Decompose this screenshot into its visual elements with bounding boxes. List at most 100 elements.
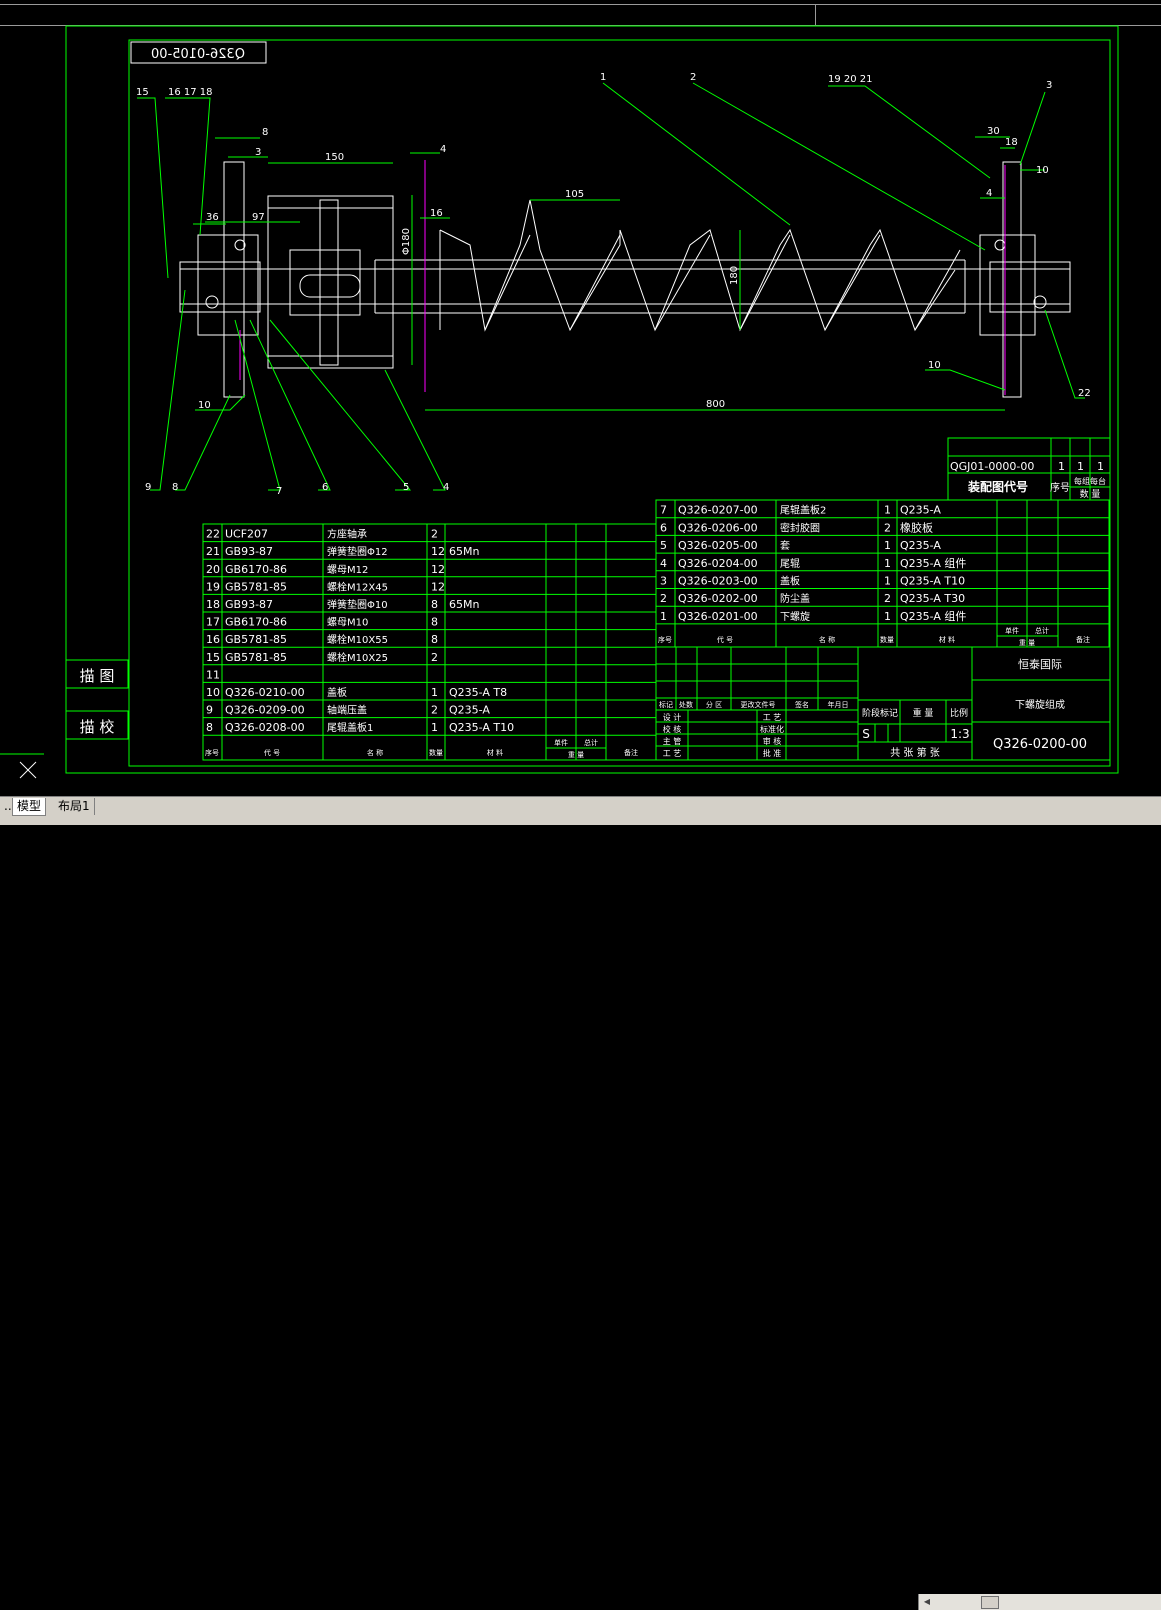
parts-left-no: 9 bbox=[206, 704, 213, 717]
stage-header-3: 比例 bbox=[950, 707, 968, 719]
parts-right-no: 7 bbox=[660, 504, 667, 517]
dim-phi180: Φ180 bbox=[401, 228, 412, 255]
parts-left-qty: 8 bbox=[431, 598, 438, 611]
parts-right-name: 密封胶圈 bbox=[780, 521, 820, 534]
parts-left-mat: 65Mn bbox=[449, 598, 479, 611]
parts-left-h-mat: 材 料 bbox=[487, 748, 503, 757]
dim-180: 180 bbox=[729, 266, 740, 285]
parts-left-qty: 1 bbox=[431, 686, 438, 699]
parts-left-mat: 65Mn bbox=[449, 545, 479, 558]
parts-left-name: 弹簧垫圈Φ12 bbox=[327, 545, 388, 558]
label-1: 1 bbox=[600, 72, 606, 83]
parts-left-name: 方座轴承 bbox=[327, 528, 367, 541]
parts-right-h-qty: 数量 bbox=[880, 635, 894, 644]
dim-150: 150 bbox=[325, 152, 344, 163]
sheet-outer-frame bbox=[65, 25, 1119, 774]
label-10-right: 10 bbox=[928, 360, 941, 371]
parts-right-qty: 2 bbox=[884, 521, 891, 534]
role-left-3: 工 艺 bbox=[663, 749, 682, 758]
parts-left-name: 螺栓M10X55 bbox=[327, 633, 388, 646]
assembly-header-qty: 数 量 bbox=[1080, 488, 1101, 500]
assembly-header-group: 每组每台 bbox=[1074, 476, 1106, 486]
label-22: 22 bbox=[1078, 388, 1091, 399]
assembly-qty-2: 1 bbox=[1077, 460, 1084, 473]
tab-model[interactable]: 模型 bbox=[12, 798, 47, 816]
parts-right-name: 防尘盖 bbox=[780, 592, 810, 605]
parts-left-no: 10 bbox=[206, 686, 220, 699]
scroll-thumb[interactable] bbox=[981, 1596, 999, 1609]
parts-left-no: 18 bbox=[206, 598, 220, 611]
assembly-header-seq: 序号 bbox=[1050, 481, 1070, 494]
parts-right-qty: 1 bbox=[884, 504, 891, 517]
label-3: 3 bbox=[1046, 80, 1052, 91]
rev-h-2: 分 区 bbox=[706, 700, 722, 709]
parts-left-name: 螺母M12 bbox=[327, 564, 368, 576]
dim-4a: 4 bbox=[440, 144, 446, 155]
assembly-qty-3: 1 bbox=[1097, 460, 1104, 473]
stage-label: S bbox=[862, 727, 870, 741]
parts-right-code: Q326-0201-00 bbox=[678, 610, 758, 623]
role-right-1: 标准化 bbox=[760, 724, 784, 734]
dim-3: 3 bbox=[255, 147, 261, 158]
role-left-2: 主 管 bbox=[663, 736, 682, 746]
dim-30: 30 bbox=[987, 126, 1000, 137]
parts-left-code: GB6170-86 bbox=[225, 616, 287, 629]
parts-left-no: 11 bbox=[206, 668, 220, 681]
label-10-left: 10 bbox=[198, 400, 211, 411]
parts-right-qty: 1 bbox=[884, 575, 891, 588]
parts-left-no: 21 bbox=[206, 545, 220, 558]
parts-left-h-name: 名 称 bbox=[367, 748, 383, 757]
parts-left-no: 17 bbox=[206, 616, 220, 629]
parts-right-name: 尾辊 bbox=[780, 557, 800, 570]
parts-right-mat: Q235-A bbox=[900, 504, 941, 517]
layout-tab-bar: ... 模型 布局1 ◀ bbox=[0, 796, 1161, 1610]
parts-left-h-qty: 数量 bbox=[429, 748, 443, 757]
parts-left-code: GB5781-85 bbox=[225, 580, 287, 593]
sheet-count: 共 张 第 张 bbox=[890, 746, 940, 759]
parts-left-name: 盖板 bbox=[327, 686, 347, 699]
label-5: 5 bbox=[403, 482, 409, 493]
label-7: 7 bbox=[276, 486, 282, 497]
cad-drawing-canvas[interactable]: Q326-0105-00 描 图 描 校 bbox=[0, 0, 1161, 796]
parts-right-h-note: 备注 bbox=[1076, 635, 1090, 644]
parts-right-mat: Q235-A T30 bbox=[900, 592, 965, 605]
draw-label-box bbox=[65, 659, 129, 689]
ucs-cross-2 bbox=[19, 761, 37, 779]
parts-left-no: 22 bbox=[206, 528, 220, 541]
parts-right-code: Q326-0206-00 bbox=[678, 521, 758, 534]
parts-right-qty: 1 bbox=[884, 557, 891, 570]
label-8: 8 bbox=[172, 482, 178, 493]
role-right-3: 批 准 bbox=[763, 748, 782, 758]
parts-left-qty: 2 bbox=[431, 651, 438, 664]
parts-right-h-mat: 材 料 bbox=[939, 635, 955, 644]
check-label: 描 校 bbox=[80, 718, 115, 736]
parts-left-h-note: 备注 bbox=[624, 748, 638, 757]
parts-right-mat: Q235-A 组件 bbox=[900, 556, 966, 570]
parts-right-mat: 橡胶板 bbox=[900, 520, 933, 534]
dim-8: 8 bbox=[262, 127, 268, 138]
dimension-lines bbox=[137, 82, 1085, 491]
parts-right-name: 尾辊盖板2 bbox=[780, 504, 826, 517]
dim-4b: 4 bbox=[986, 188, 992, 199]
scroll-left-icon[interactable]: ◀ bbox=[923, 1597, 931, 1606]
rev-h-3: 更改文件号 bbox=[741, 700, 776, 709]
role-right-2: 审 核 bbox=[763, 736, 782, 746]
parts-left-mat: Q235-A bbox=[449, 704, 490, 717]
parts-right-mat: Q235-A T10 bbox=[900, 575, 965, 588]
label-15: 15 bbox=[136, 87, 149, 98]
parts-left-name: 螺栓M12X45 bbox=[327, 580, 388, 593]
horizontal-scrollbar[interactable]: ◀ bbox=[918, 1594, 1161, 1610]
parts-left-h-unit: 单件 bbox=[554, 738, 568, 747]
parts-left-qty: 8 bbox=[431, 633, 438, 646]
dim-18: 18 bbox=[1005, 137, 1018, 148]
parts-left-qty: 12 bbox=[431, 563, 445, 576]
parts-right-code: Q326-0203-00 bbox=[678, 575, 758, 588]
drawing-number: Q326-0200-00 bbox=[993, 737, 1087, 752]
stage-header-1: 阶段标记 bbox=[862, 707, 898, 719]
parts-right-mat: Q235-A 组件 bbox=[900, 609, 966, 623]
dim-97: 97 bbox=[252, 212, 265, 223]
tab-layout1[interactable]: 布局1 bbox=[54, 798, 95, 815]
parts-right-no: 3 bbox=[660, 575, 667, 588]
